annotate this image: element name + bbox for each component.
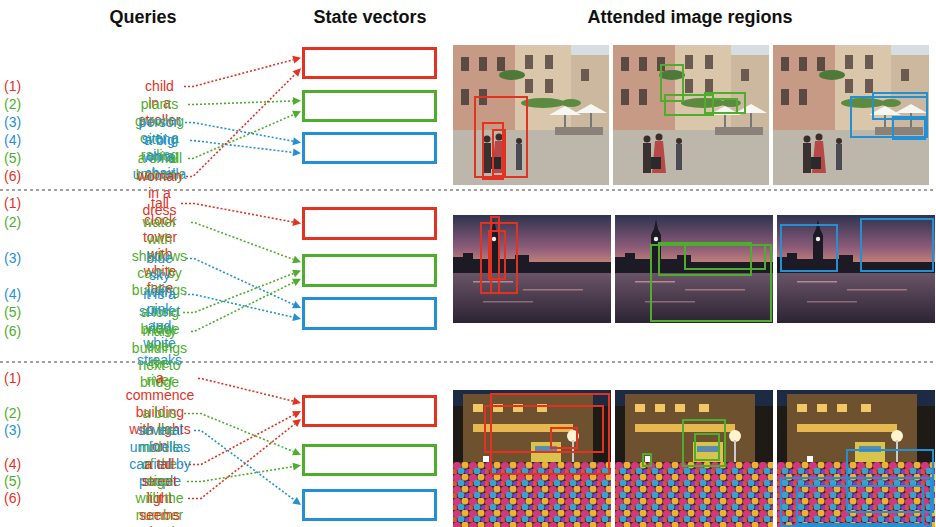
query-text: woman in a dress — [136, 168, 183, 219]
photo-panel — [777, 390, 935, 527]
dotted-arrow — [194, 431, 301, 506]
arrowhead — [292, 419, 301, 427]
query: (6) woman in a dress — [4, 168, 183, 219]
dotted-line — [187, 467, 293, 482]
callout-number: (6) — [4, 323, 21, 340]
dotted-arrow — [183, 270, 301, 313]
dotted-arrow — [186, 68, 301, 176]
dotted-line — [181, 204, 293, 223]
callout-number: (1) — [4, 370, 21, 387]
callout-number: (5) — [4, 473, 21, 490]
callout-number: (2) — [4, 405, 21, 422]
dotted-arrow — [181, 204, 301, 226]
callout-number: (3) — [4, 250, 21, 267]
callout-number: (4) — [4, 286, 21, 303]
callout-number: (4) — [4, 132, 21, 149]
column-header: State vectors — [220, 6, 520, 28]
photo-panel — [453, 45, 609, 185]
state-vector-box — [302, 207, 437, 240]
query-text: it seems to be an event about dancing — [134, 490, 185, 527]
dotted-arrow — [181, 411, 301, 465]
dotted-line — [183, 273, 294, 312]
dotted-arrow — [188, 111, 301, 159]
state-vector-box — [302, 395, 437, 427]
callout-number: (6) — [4, 490, 21, 507]
query: (6) it seems to be an event about dancing — [4, 490, 185, 527]
callout-number: (2) — [4, 214, 21, 231]
arrowhead — [293, 68, 301, 76]
arrowhead — [292, 301, 301, 308]
arrowhead — [292, 497, 301, 505]
arrowhead — [292, 411, 301, 418]
arrowhead — [293, 148, 301, 156]
callout-number: (2) — [4, 96, 21, 113]
state-vector-box — [302, 489, 437, 521]
callout-number: (5) — [4, 304, 21, 321]
state-vector-box — [302, 132, 437, 164]
dotted-arrow — [188, 97, 301, 105]
arrowhead — [292, 218, 301, 226]
dotted-line — [184, 60, 293, 87]
dotted-line — [181, 415, 294, 465]
callout-number: (3) — [4, 114, 21, 131]
dotted-arrow — [187, 463, 301, 482]
dotted-arrow — [191, 279, 301, 332]
dotted-line — [184, 414, 294, 452]
state-vector-box — [302, 254, 437, 287]
dotted-line — [186, 74, 295, 177]
photo-panel — [777, 215, 935, 323]
photo-panel — [615, 215, 773, 323]
arrowhead — [292, 137, 301, 145]
column-header: Attended image regions — [540, 6, 840, 28]
photo-panel — [615, 390, 773, 527]
dotted-line — [186, 259, 294, 305]
dotted-arrow — [186, 259, 301, 309]
state-vector-box — [302, 90, 437, 122]
callout-number: (1) — [4, 195, 21, 212]
callout-number: (5) — [4, 150, 21, 167]
arrowhead — [292, 111, 301, 118]
state-vector-box — [302, 444, 437, 476]
callout-number: (3) — [4, 422, 21, 439]
dotted-arrow — [184, 56, 301, 87]
callout-number: (4) — [4, 456, 21, 473]
arrowhead — [292, 448, 301, 455]
column-header: Queries — [0, 6, 293, 28]
photo-panel — [613, 45, 769, 185]
dotted-line — [190, 141, 293, 153]
callout-number: (6) — [4, 168, 21, 185]
dotted-line — [188, 424, 295, 499]
dotted-line — [188, 101, 293, 105]
photo-panel — [453, 215, 611, 323]
dotted-line — [191, 223, 294, 260]
dotted-line — [185, 123, 293, 142]
arrowhead — [292, 270, 301, 277]
dotted-arrow — [188, 419, 301, 499]
state-vector-box — [302, 47, 437, 79]
dotted-line — [198, 379, 293, 402]
dotted-line — [188, 115, 294, 159]
dotted-arrow — [198, 379, 301, 405]
state-vector-box — [302, 297, 437, 330]
separator — [0, 189, 936, 190]
arrowhead — [292, 56, 301, 64]
dotted-arrow — [191, 223, 301, 264]
dotted-line — [191, 282, 294, 331]
arrowhead — [292, 256, 301, 263]
photo-panel — [773, 45, 929, 185]
arrowhead — [292, 279, 301, 286]
arrowhead — [292, 397, 301, 405]
dotted-arrow — [190, 141, 301, 157]
callout-number: (1) — [4, 78, 21, 95]
dotted-line — [184, 295, 293, 318]
photo-panel — [453, 390, 611, 527]
arrowhead — [293, 97, 301, 105]
arrowhead — [292, 313, 301, 321]
arrowhead — [292, 463, 301, 471]
